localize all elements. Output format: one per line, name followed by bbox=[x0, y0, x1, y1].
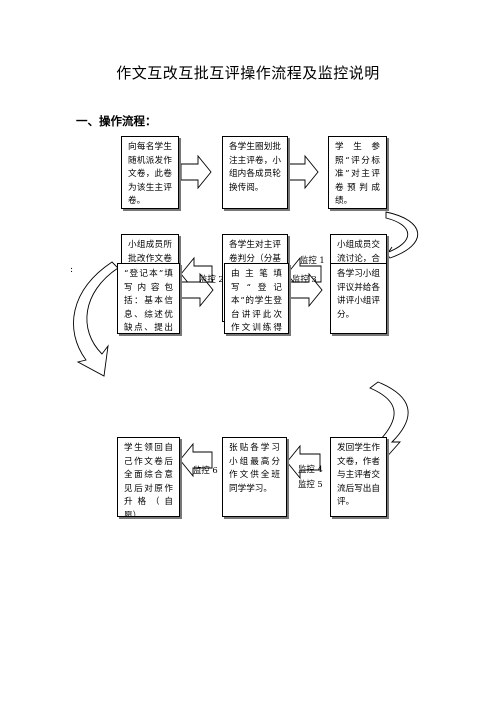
arrow-right-icon bbox=[180, 154, 212, 190]
step-box-r3c2: 由主笔填写“登记本”的学生登台讲评此次作文训练得与失 bbox=[224, 263, 289, 334]
monitor-label-6: 监控 6 bbox=[193, 465, 218, 475]
arrow-right-icon bbox=[287, 154, 319, 190]
monitor-label-1: 监控 1 bbox=[300, 255, 325, 265]
step-box-r4c2: 张贴各学习小组最高分作文供全班同学学习。 bbox=[222, 437, 287, 517]
step-box-r3c1: “登记本”填写内容包括：基本信息、综述优缺点、提出意见建议 bbox=[117, 263, 180, 334]
step-box-r1c3: 学生参照“评分标准”对主评卷预判成绩。 bbox=[328, 136, 387, 209]
step-box-r1c2: 各学生圈划批注主评卷，小组内各成员轮换传阅。 bbox=[222, 136, 288, 209]
step-box-r1c1: 向每名学生随机派发作文卷，此卷为该生主评卷。 bbox=[121, 136, 179, 209]
arrow-right-icon bbox=[179, 272, 214, 308]
margin-mark: : bbox=[70, 265, 74, 275]
monitor-label-5: 监控 5 bbox=[298, 479, 323, 489]
section-heading: 一、操作流程： bbox=[76, 114, 157, 128]
curved-arrow-left bbox=[73, 261, 119, 377]
step-box-r4c3: 发回学生作文卷，作者与主评者交流后写出自评。 bbox=[330, 437, 387, 517]
monitor-label-4: 监控 4 bbox=[298, 464, 323, 474]
monitor-label-3: 监控 3 bbox=[292, 274, 317, 284]
arrow-right-icon bbox=[286, 272, 323, 308]
step-box-r4c1: 学生领回自己作文卷后全面综合意见后对原作升格（自愿）。 bbox=[117, 437, 180, 517]
step-box-r3c3: 各学习小组评议并给各讲评小组评分。 bbox=[330, 263, 387, 334]
page-title: 作文互改互批互评操作流程及监控说明 bbox=[116, 64, 380, 82]
arrow-left-icon bbox=[286, 444, 321, 480]
monitor-label-2: 监控 2 bbox=[199, 274, 224, 284]
arrow-left-icon bbox=[179, 442, 213, 478]
